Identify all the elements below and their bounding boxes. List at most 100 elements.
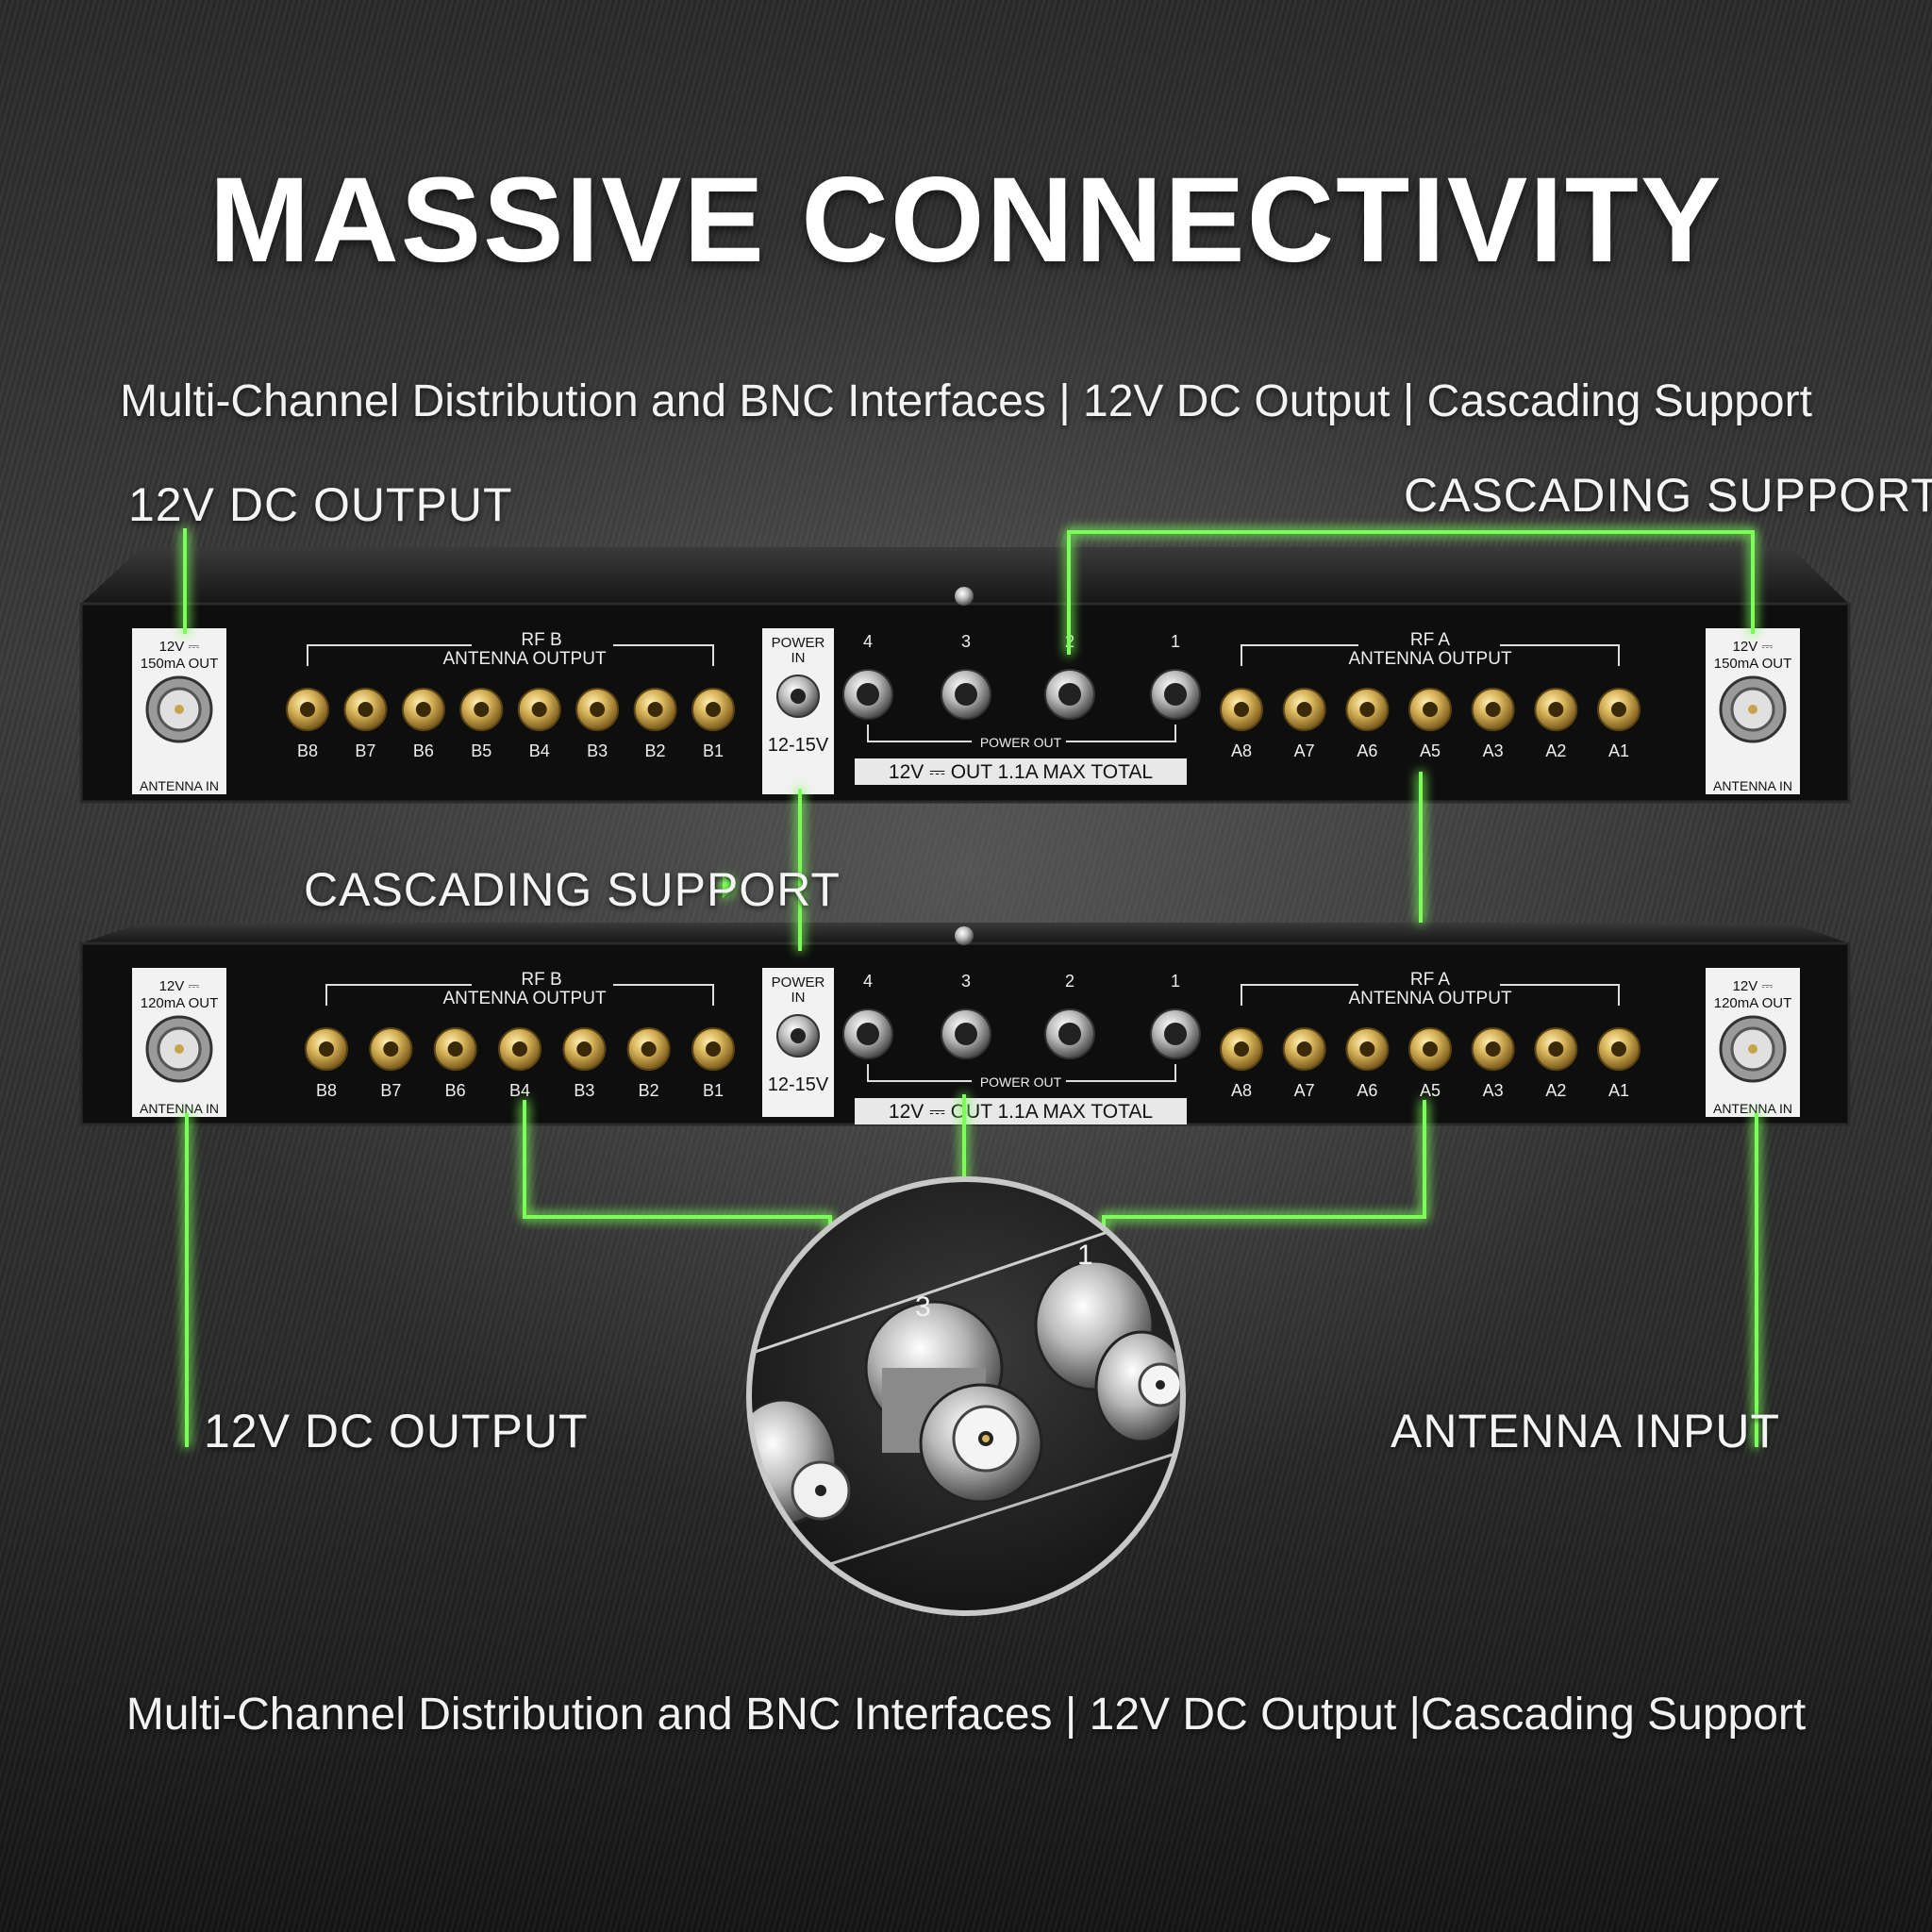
bnc-label-1: 1 [1171, 632, 1180, 651]
sma-port-label: A8 [1231, 1081, 1252, 1100]
sma-port-center [531, 702, 547, 717]
sma-port-center [447, 1041, 463, 1057]
sma-port-center [576, 1041, 592, 1057]
sma-port-center [1359, 702, 1375, 717]
sma-port-center [590, 702, 606, 717]
bnc-label-3: 3 [961, 632, 971, 651]
sma-port-center [1611, 1041, 1626, 1057]
arrow-right-icon [723, 875, 736, 898]
rf-a-sub: ANTENNA OUTPUT [1348, 989, 1512, 1008]
sma-port-label: B2 [639, 1081, 659, 1100]
sma-port-center [1611, 702, 1626, 717]
sma-port-center [1359, 1041, 1375, 1057]
sma-port-label: A7 [1294, 741, 1315, 760]
bnc-port-center [1164, 1023, 1187, 1045]
power-in-voltage: 12-15V [768, 735, 829, 756]
screw-icon [955, 926, 974, 945]
power-out-label: POWER OUT [980, 735, 1062, 750]
bnc-label-4: 4 [863, 632, 873, 651]
sma-port-label: B6 [413, 741, 434, 760]
bnc-label-4: 4 [863, 972, 873, 991]
sma-port-label: B3 [574, 1081, 594, 1100]
side-bottom: ANTENNA IN [140, 778, 219, 793]
bnc-port-center [1058, 683, 1081, 706]
sma-port-label: B8 [316, 1081, 337, 1100]
side-bottom: ANTENNA IN [1713, 778, 1792, 793]
side-line1: 12V ⎓ [159, 978, 200, 994]
sma-port-center [1296, 1041, 1312, 1057]
power-in-label-1: POWER [772, 635, 825, 651]
sma-port-center [1234, 702, 1249, 717]
sma-port-label: A1 [1608, 1081, 1629, 1100]
sma-port-label: B6 [445, 1081, 466, 1100]
sma-port-label: A3 [1483, 1081, 1504, 1100]
side-line1: 12V ⎓ [1733, 639, 1774, 655]
bnc-pin [175, 1044, 184, 1054]
sma-port-label: A5 [1420, 1081, 1441, 1100]
side-bottom: ANTENNA IN [140, 1101, 219, 1116]
sma-port-label: B4 [509, 1081, 530, 1100]
bnc-label-3: 3 [961, 972, 971, 991]
sma-port-label: B5 [471, 741, 491, 760]
rf-b-head: RF B [521, 970, 561, 990]
callout-antenna-input: ANTENNA INPUT [1391, 1405, 1781, 1457]
line-cascading-top [1067, 530, 1755, 655]
side-line1: 12V ⎓ [159, 639, 200, 655]
sma-port-label: A3 [1483, 741, 1504, 760]
sma-port-label: A2 [1545, 741, 1566, 760]
dc-jack-center [791, 689, 806, 704]
bnc-pin [1748, 705, 1757, 714]
callout-dc-output-bottom: 12V DC OUTPUT [204, 1405, 589, 1457]
bnc-port-center [1164, 683, 1187, 706]
zoom-bnc-1 [1034, 1259, 1181, 1443]
bnc-pin [175, 705, 184, 714]
bnc-label-1: 1 [1171, 972, 1180, 991]
power-out-bg [972, 730, 1066, 753]
sma-port-label: A6 [1357, 741, 1377, 760]
sma-port-center [1485, 1041, 1501, 1057]
sma-port-center [358, 702, 374, 717]
bnc-port-center [1058, 1023, 1081, 1045]
rf-b-sub: ANTENNA OUTPUT [442, 649, 607, 669]
power-in-voltage: 12-15V [768, 1074, 829, 1095]
bnc-pin [1748, 1044, 1757, 1054]
rf-a-sub: ANTENNA OUTPUT [1348, 649, 1512, 669]
sma-port-center [1548, 1041, 1564, 1057]
zoom-label-1: 1 [1077, 1240, 1093, 1271]
total-label: 12V ⎓ OUT 1.1A MAX TOTAL [889, 1101, 1153, 1123]
page-title: MASSIVE CONNECTIVITY [208, 153, 1724, 288]
callout-cascading-middle: CASCADING SUPPORT [304, 863, 841, 916]
sma-port-label: B7 [380, 1081, 401, 1100]
sma-port-label: A2 [1545, 1081, 1566, 1100]
bnc-port-center [857, 683, 879, 706]
side-line2: 150mA OUT [141, 656, 219, 672]
sma-port-center [647, 702, 663, 717]
rf-b-head: RF B [521, 630, 561, 650]
sma-port-center [319, 1041, 334, 1057]
rf-b-head-bg [472, 632, 613, 670]
antenna-in-panel-left: 12V ⎓120mA OUT ANTENNA IN [132, 968, 226, 1117]
sma-port-center [641, 1041, 657, 1057]
sma-port-center [1548, 702, 1564, 717]
sma-port-center [474, 702, 490, 717]
side-line2: 120mA OUT [141, 995, 219, 1011]
total-label: 12V ⎓ OUT 1.1A MAX TOTAL [889, 761, 1153, 783]
sma-port-center [1296, 702, 1312, 717]
rf-b-sub: ANTENNA OUTPUT [442, 989, 607, 1008]
power-in-label-2: IN [791, 990, 806, 1006]
sma-port-label: B2 [645, 741, 666, 760]
sma-port-label: B1 [703, 1081, 724, 1100]
sma-port-label: B3 [587, 741, 608, 760]
sma-port-label: B4 [529, 741, 550, 760]
sma-port-center [512, 1041, 527, 1057]
